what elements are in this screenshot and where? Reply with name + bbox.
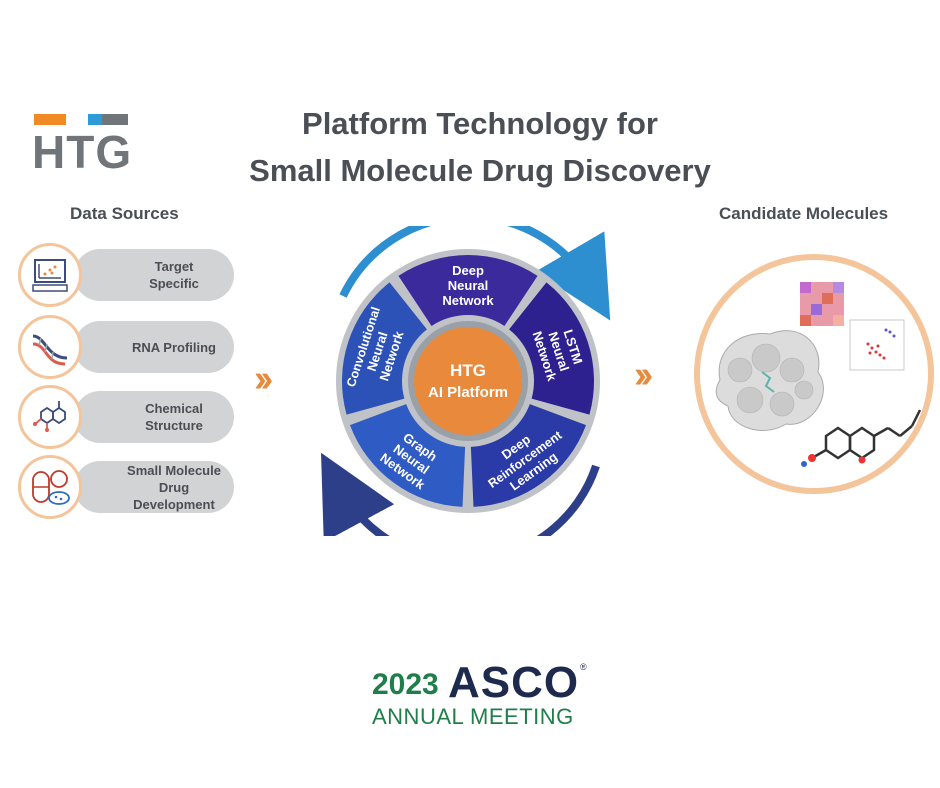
source-label-line1: Target [154, 259, 194, 274]
asco-logo: 2023 ASCO ® ANNUAL MEETING [370, 658, 600, 730]
platform-segment [398, 255, 538, 326]
source-label-line2: Specific [149, 276, 199, 291]
platform-segment-text: Network [442, 293, 494, 308]
platform-segment [509, 282, 594, 415]
title-line1: Platform Technology for [302, 106, 658, 141]
platform-center [414, 327, 522, 435]
dna-helix-icon [18, 315, 82, 379]
candidate-molecules-heading: Candidate Molecules [719, 204, 889, 223]
bottom-cycle-arrow [320, 452, 600, 536]
source-item-drug-development: Small Molecule Drug Development [18, 455, 238, 519]
page-title: Platform Technology for Small Molecule D… [180, 100, 780, 194]
molecule-structure-icon [18, 385, 82, 449]
pills-icon [18, 455, 82, 519]
platform-segment-text: Neural [448, 278, 488, 293]
source-label-line2: Structure [145, 418, 203, 433]
logo-text: HTG [32, 126, 133, 178]
platform-center-line1: HTG [450, 361, 486, 380]
logo-gray-bar [102, 114, 128, 125]
data-sources-heading: Data Sources [70, 204, 179, 223]
platform-segment-text: Deep [452, 263, 484, 278]
registered-mark: ® [580, 662, 587, 672]
computer-chart-icon [18, 243, 82, 307]
source-label-line2: Drug Development [133, 479, 215, 512]
asco-year: 2023 [372, 668, 439, 701]
source-label-line1: Small Molecule [127, 462, 221, 478]
platform-segment [342, 282, 427, 415]
ai-platform-wheel: HTG AI Platform DeepNeuralNetworkLSTMNeu… [320, 226, 611, 536]
platform-center-line2: AI Platform [428, 384, 508, 401]
logo-blue-bar [88, 114, 102, 125]
top-cycle-arrow [339, 226, 611, 321]
source-pill: Small Molecule Drug Development [74, 461, 234, 513]
source-label-line1: RNA Profiling [131, 339, 216, 355]
source-pill: RNA Profiling [74, 321, 234, 373]
chevron-right-icon: ›› [254, 358, 273, 400]
source-pill: Target Specific [74, 249, 234, 301]
protein-molecule-icon [694, 254, 934, 494]
source-item-chemical: Chemical Structure [18, 385, 238, 449]
source-item-rna: RNA Profiling [18, 315, 238, 379]
chevron-right-icon: ›› [634, 354, 653, 396]
htg-logo: HTG [32, 114, 134, 178]
platform-segment [349, 404, 466, 507]
title-line2: Small Molecule Drug Discovery [249, 153, 711, 188]
asco-word: ASCO [448, 658, 580, 707]
source-pill: Chemical Structure [74, 391, 234, 443]
logo-orange-bar [34, 114, 66, 125]
asco-subtitle: ANNUAL MEETING [372, 704, 574, 729]
platform-segment [470, 404, 587, 507]
source-item-target: Target Specific [18, 243, 238, 307]
source-label-line1: Chemical [145, 401, 203, 416]
